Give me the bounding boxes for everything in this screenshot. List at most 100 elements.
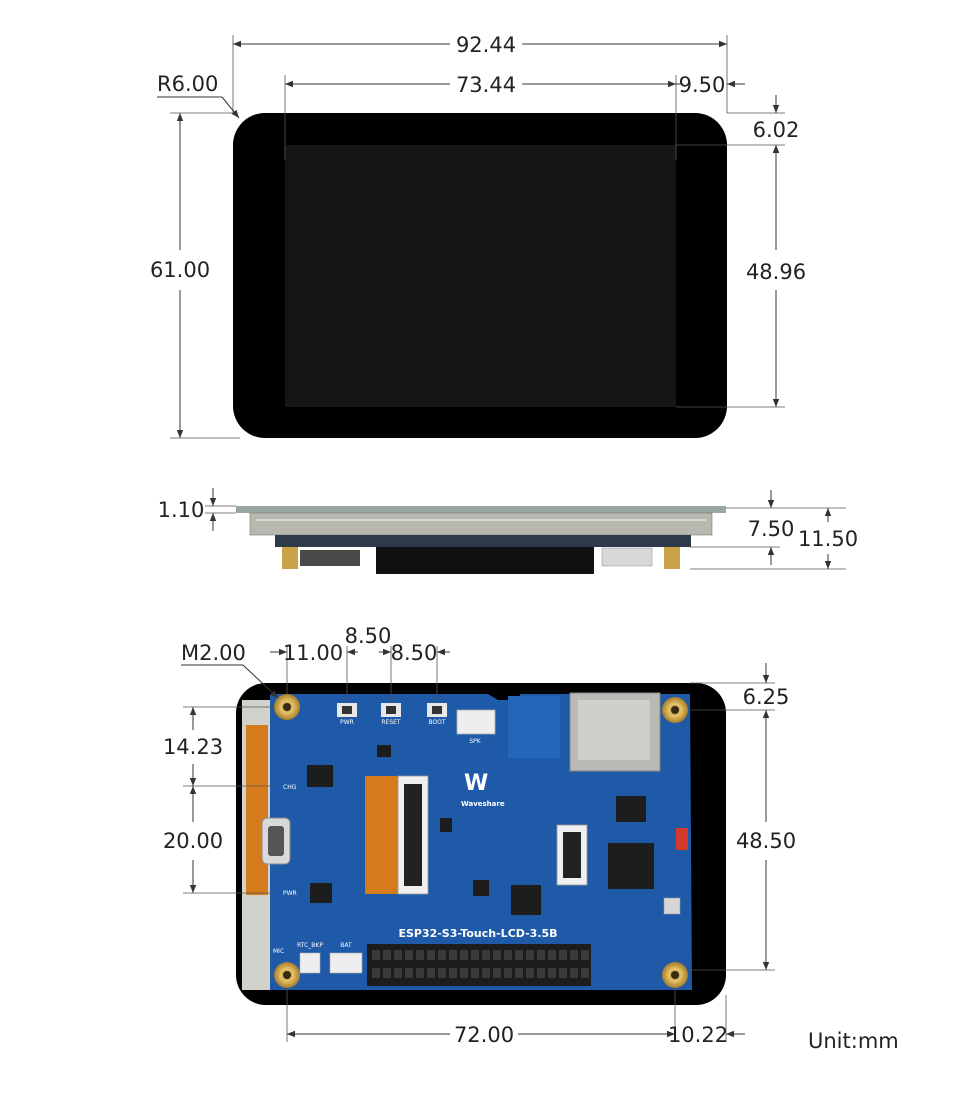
chip-pmu [310,883,332,903]
chip-imu [473,880,489,896]
rtc-bkp-connector: RTC_BKP [297,942,323,974]
dim-hole-horizontal: 72.00 [454,1023,514,1047]
header-pin [416,950,424,960]
side-glass [236,506,726,513]
header-pin [460,950,468,960]
header-pin [526,950,534,960]
display-active-area [285,145,676,407]
brand-text: Waveshare [461,800,505,808]
label-chg: CHG [283,784,297,791]
dim-left-offset: 11.00 [283,641,343,665]
waveshare-mark: W [464,771,488,796]
header-pin [427,950,435,960]
header-pin [581,950,589,960]
speaker-connector: SPK [456,709,496,745]
chip-small-1 [377,745,391,757]
side-component [300,550,360,566]
header-pin [449,950,457,960]
svg-text:BAT: BAT [340,942,352,949]
header-pin [537,968,545,978]
side-standoff-right [664,547,680,569]
chip-audio [511,885,541,915]
header-pin [460,968,468,978]
header-pin [515,950,523,960]
dim-corner-radius: R6.00 [157,72,218,96]
dim-active-height: 48.96 [746,260,806,284]
red-switch [676,828,688,850]
board-name: ESP32-S3-Touch-LCD-3.5B [398,927,557,940]
side-header [376,547,594,574]
header-pin [515,968,523,978]
header-pin [471,950,479,960]
side-standoff-left [282,547,298,569]
header-pin [383,968,391,978]
label-mic: MIC [273,948,284,955]
header-pin [405,950,413,960]
dim-width: 92.44 [456,33,516,57]
svg-text:RESET: RESET [381,719,401,726]
header-pin [559,950,567,960]
dim-glass-thickness: 1.10 [158,498,205,522]
header-pin [537,950,545,960]
side-view: 1.10 7.50 11.50 [158,488,858,574]
header-pin [372,950,380,960]
header-pin [438,968,446,978]
label-pwr-led: PWR [283,890,297,897]
header-pin [493,950,501,960]
header-pin [438,950,446,960]
dim-total-thickness: 11.50 [798,527,858,551]
dim-active-width: 73.44 [456,73,516,97]
header-pin [482,950,490,960]
dim-right-offset: 10.22 [668,1023,728,1047]
header-pin [482,968,490,978]
dim-left-spacing-2: 20.00 [163,829,223,853]
side-frame [249,512,713,536]
chip-psram [616,796,646,822]
dim-hole-size: M2.00 [181,641,246,665]
dim-btn-spacing-2: 8.50 [391,641,438,665]
header-pin [383,950,391,960]
dim-body-thickness: 7.50 [748,517,795,541]
svg-text:SPK: SPK [469,738,481,745]
gpio-header-pins [372,950,589,978]
header-pin [548,968,556,978]
header-pin [416,968,424,978]
header-pin [394,968,402,978]
lcd-fpc-flex [365,776,401,894]
back-view: PWR RESET BOOT SPK [163,624,796,1047]
svg-text:RTC_BKP: RTC_BKP [297,942,323,949]
header-pin [526,968,534,978]
dim-height: 61.00 [150,258,210,282]
chip-small-2 [440,818,452,832]
side-pcb [275,535,691,547]
chip-charger [307,765,333,787]
dim-top-offset: 6.25 [743,685,790,709]
dim-top-bezel: 6.02 [753,118,800,142]
battery-connector: BAT [329,942,363,974]
header-pin [581,968,589,978]
header-pin [570,968,578,978]
antenna-area [508,696,560,758]
svg-text:PWR: PWR [340,719,354,726]
esp32-chip [608,843,654,889]
header-pin [504,950,512,960]
header-pin [449,968,457,978]
header-pin [372,968,380,978]
header-pin [394,950,402,960]
header-pin [471,968,479,978]
header-pin [570,950,578,960]
reset-button: RESET [381,703,401,726]
header-pin [493,968,501,978]
header-pin [548,950,556,960]
front-view: 92.44 73.44 9.50 R6.00 6.02 61.00 48.96 [150,33,806,439]
dim-btn-spacing-1: 8.50 [345,624,392,648]
dim-right-bezel: 9.50 [679,73,726,97]
dim-hole-vertical: 48.50 [736,829,796,853]
header-pin [504,968,512,978]
svg-text:BOOT: BOOT [428,719,445,726]
dim-left-spacing-1: 14.23 [163,735,223,759]
header-pin [405,968,413,978]
header-pin [427,968,435,978]
header-pin [559,968,567,978]
